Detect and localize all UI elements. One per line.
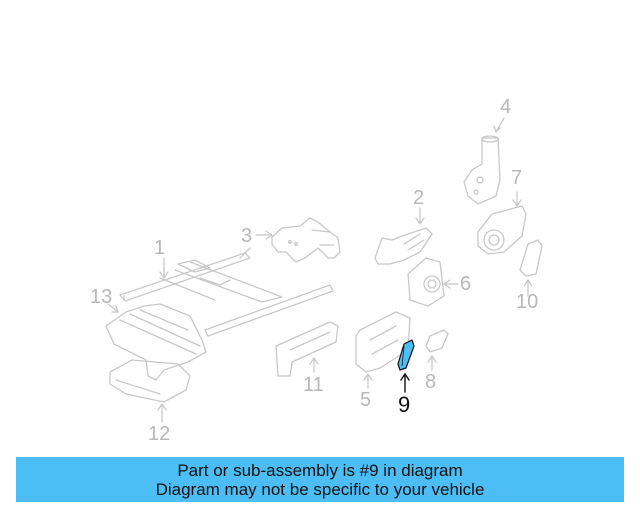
info-banner: Part or sub-assembly is #9 in diagram Di… bbox=[16, 457, 624, 502]
callout-6: 6 bbox=[460, 273, 472, 295]
leader-arrow-12 bbox=[157, 403, 167, 423]
part-1-seat-track bbox=[119, 247, 334, 337]
callout-12: 12 bbox=[148, 423, 171, 445]
leader-arrow-4 bbox=[493, 117, 505, 133]
leader-arrow-1 bbox=[159, 257, 169, 279]
part-10-cover bbox=[519, 239, 543, 277]
callout-7: 7 bbox=[511, 167, 523, 189]
banner-line-part-number: Part or sub-assembly is #9 in diagram bbox=[177, 461, 463, 480]
callout-13: 13 bbox=[90, 286, 113, 308]
part-5-switch-housing bbox=[355, 311, 411, 373]
part-2-motor bbox=[374, 227, 433, 265]
banner-line-disclaimer: Diagram may not be specific to your vehi… bbox=[155, 480, 485, 499]
callout-5: 5 bbox=[360, 389, 372, 411]
callout-1: 1 bbox=[154, 237, 166, 259]
callout-3: 3 bbox=[241, 225, 253, 247]
part-9-highlighted bbox=[397, 339, 415, 371]
callout-10: 10 bbox=[516, 291, 539, 313]
leader-arrow-8 bbox=[427, 355, 437, 371]
leader-arrow-10 bbox=[523, 279, 533, 297]
leader-arrow-11 bbox=[309, 357, 319, 373]
leader-arrow-5 bbox=[363, 373, 373, 389]
callout-11: 11 bbox=[303, 374, 324, 396]
part-7-motor bbox=[477, 205, 527, 255]
leader-arrow-3 bbox=[255, 230, 273, 240]
callout-8: 8 bbox=[425, 371, 437, 393]
part-6-motor bbox=[407, 257, 445, 307]
callout-9: 9 bbox=[398, 392, 411, 417]
part-13-seat-pan bbox=[105, 303, 207, 381]
part-11-switch bbox=[275, 321, 339, 377]
leader-arrow-13 bbox=[107, 303, 119, 313]
callout-2: 2 bbox=[413, 187, 425, 209]
leader-arrow-7 bbox=[512, 191, 522, 207]
leader-arrow-6 bbox=[443, 279, 459, 289]
leader-arrow-9 bbox=[400, 372, 410, 393]
part-3-bracket-motor bbox=[271, 217, 341, 263]
leader-arrow-2 bbox=[415, 207, 425, 225]
part-12-module bbox=[109, 359, 191, 403]
part-8-knob bbox=[425, 329, 449, 353]
callout-4: 4 bbox=[500, 96, 512, 118]
part-4-gearbox bbox=[463, 135, 501, 205]
